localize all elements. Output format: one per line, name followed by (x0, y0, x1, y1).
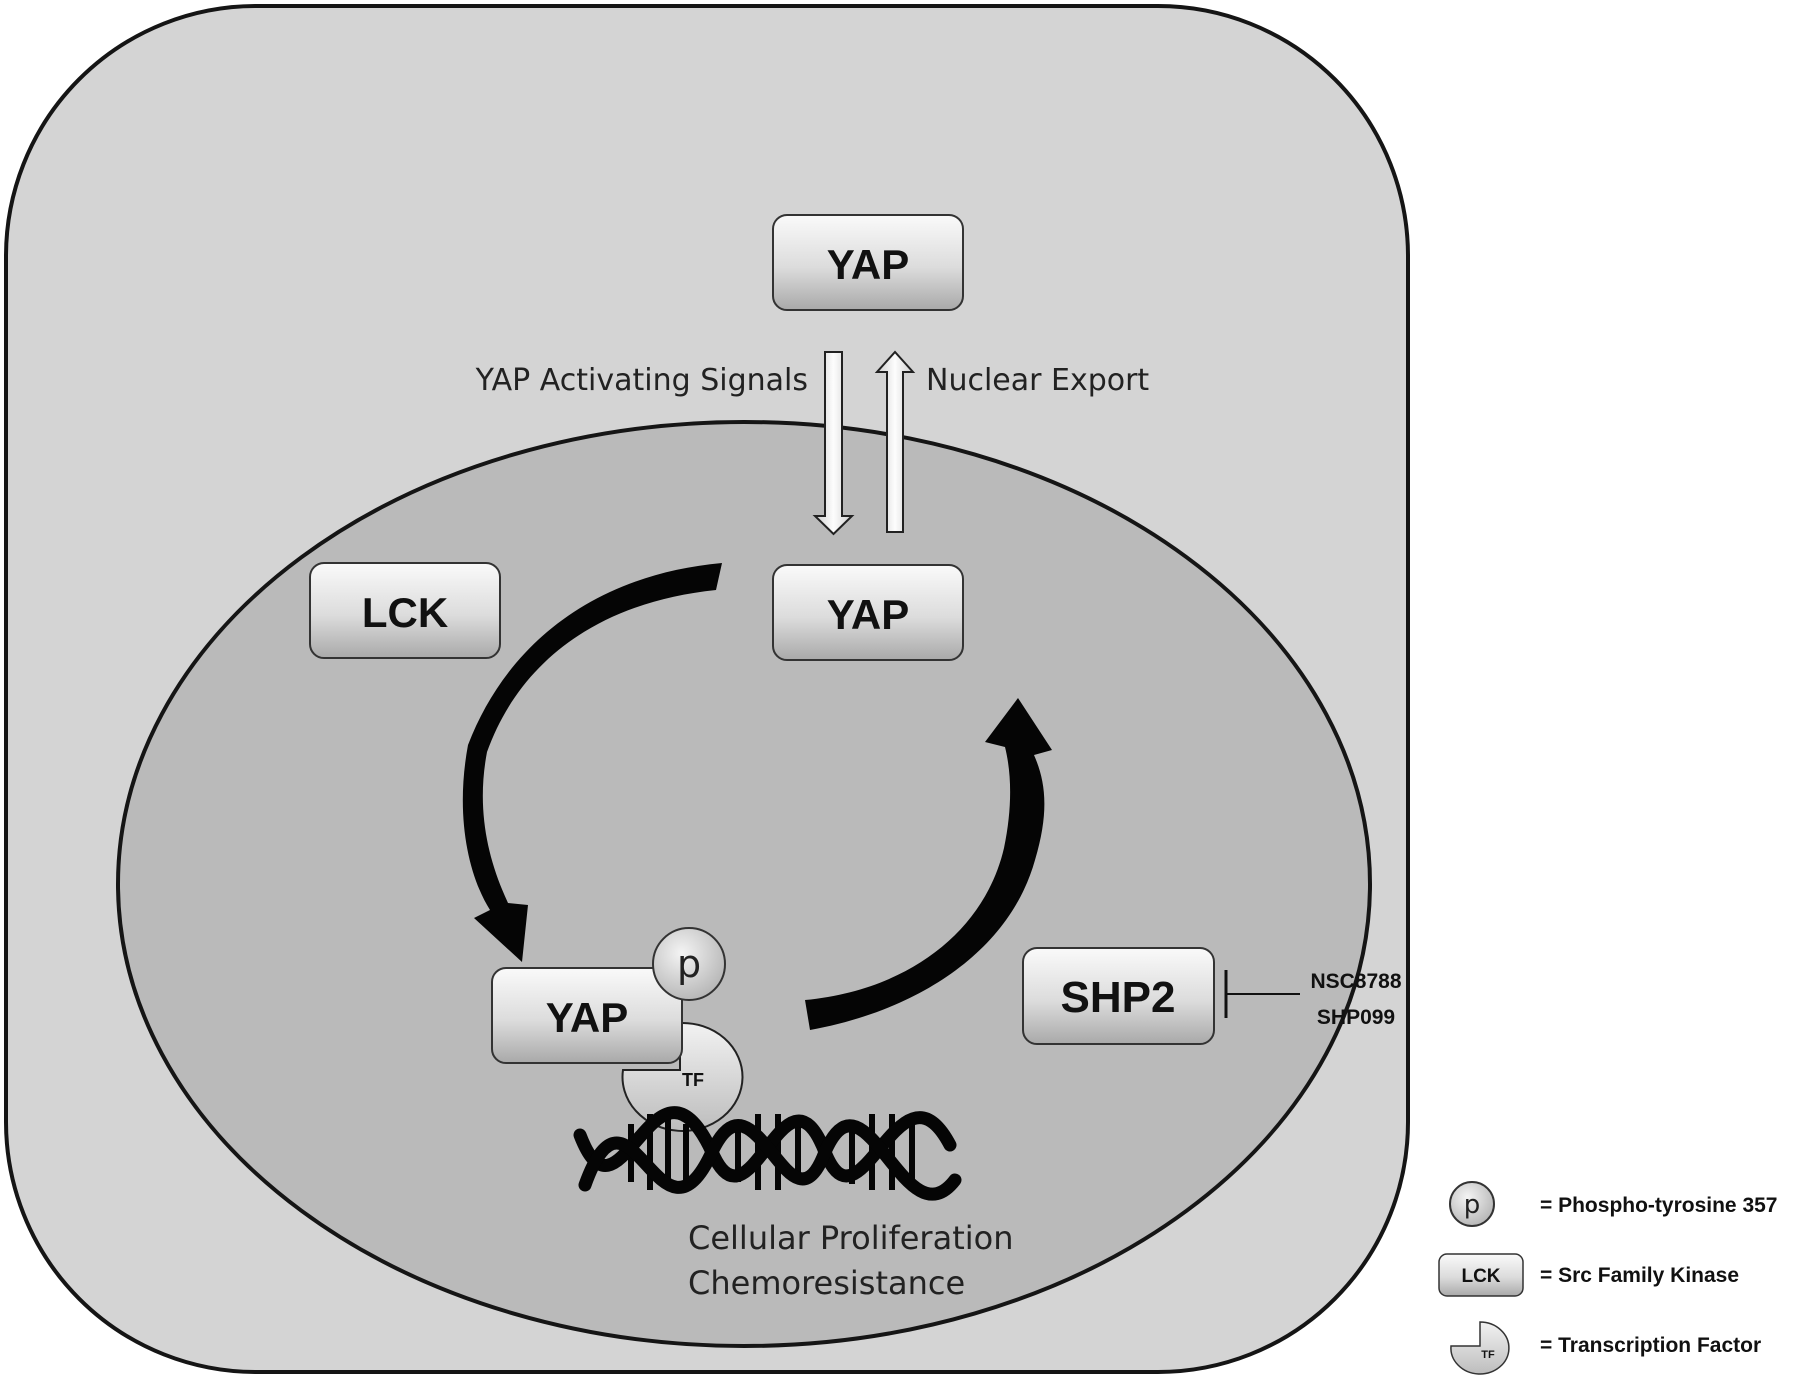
nucleus (116, 420, 1372, 1348)
lck-label: LCK (362, 589, 448, 636)
svg-text:TF: TF (1481, 1349, 1495, 1361)
tf-label: TF (682, 1070, 704, 1090)
import-arrow (812, 351, 855, 536)
inhibitor-2: SHP099 (1317, 1006, 1395, 1029)
outcome-proliferation: Cellular Proliferation (688, 1219, 1013, 1257)
svg-text:LCK: LCK (1461, 1266, 1500, 1287)
legend-lck-text: = Src Family Kinase (1540, 1264, 1739, 1287)
export-arrow (874, 350, 916, 533)
outcome-chemoresistance: Chemoresistance (688, 1264, 965, 1302)
shp2-box: SHP2 (1022, 947, 1215, 1045)
phospho-group: p (652, 927, 726, 1001)
legend-phospho-icon: p (1449, 1181, 1495, 1227)
legend-lck-icon: LCK (1438, 1253, 1524, 1297)
yap-cytoplasm-label: YAP (827, 241, 910, 288)
dna-helix-icon (573, 1106, 962, 1201)
svg-text:p: p (1464, 1190, 1481, 1220)
yap-phospho-label: YAP (546, 994, 629, 1041)
phosphorylation-arrow (462, 563, 722, 962)
dephosphorylation-arrow (805, 698, 1052, 1030)
export-arrow-label: Nuclear Export (926, 363, 1149, 398)
import-arrow-label: YAP Activating Signals (475, 363, 808, 398)
shp2-label: SHP2 (1061, 973, 1176, 1022)
legend-tf-icon: TF (1450, 1321, 1510, 1375)
legend-phospho-text: = Phospho-tyrosine 357 (1540, 1194, 1777, 1217)
yap-phospho-box: YAP (491, 967, 683, 1064)
legend-tf-text: = Transcription Factor (1540, 1334, 1761, 1357)
yap-cytoplasm-box: YAP (772, 214, 964, 311)
legend: p = Phospho-tyrosine 357 LCK = Src Famil… (1438, 1181, 1777, 1375)
lck-box: LCK (309, 562, 501, 659)
yap-nucleus-label: YAP (827, 591, 910, 638)
inhibitor-1: NSC8788 (1310, 970, 1401, 993)
phospho-label: p (677, 942, 701, 986)
transcription-factor: TF (621, 1021, 744, 1132)
yap-nucleus-box: YAP (772, 564, 964, 661)
